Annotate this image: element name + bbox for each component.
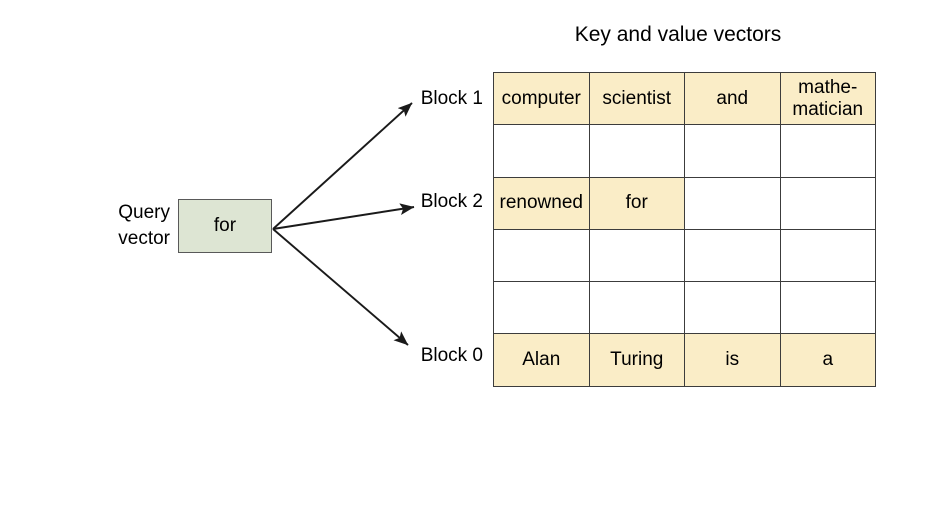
block-label-1: Block 1 [420, 88, 483, 109]
matrix-cell [493, 228, 590, 283]
query-vector-token: for [213, 215, 237, 236]
matrix-cell [779, 281, 876, 335]
matrix-cell: Turing [588, 333, 685, 387]
matrix-cell [779, 228, 876, 283]
matrix-cell: renowned [493, 176, 590, 230]
table-row: Alan Turing is a [493, 333, 876, 387]
block-label-0: Block 0 [420, 345, 483, 366]
matrix-cell: for [588, 176, 685, 230]
matrix-body: computer scientist and mathe-matician re… [493, 71, 876, 387]
query-vector-label-line2: vector [118, 228, 170, 249]
arrow-to-block-0 [272, 228, 409, 346]
matrix-cell [684, 124, 781, 178]
matrix-cell [588, 124, 685, 178]
matrix-cell [588, 281, 685, 335]
table-row [493, 228, 876, 283]
matrix-cell [493, 281, 590, 335]
matrix-cell: is [684, 333, 781, 387]
matrix-cell [684, 176, 781, 230]
matrix-cell [588, 228, 685, 283]
page-title: Key and value vectors [574, 23, 782, 46]
matrix-cell [493, 124, 590, 178]
matrix-cell [779, 124, 876, 178]
table-row: computer scientist and mathe-matician [493, 71, 876, 126]
matrix-cell [684, 281, 781, 335]
matrix-cell: scientist [588, 71, 685, 126]
query-vector-label-line1: Query [118, 202, 170, 223]
matrix-cell: mathe-matician [779, 71, 876, 126]
query-vector-label: Query vector [60, 200, 170, 252]
matrix-cell: and [684, 71, 781, 126]
matrix-cell: Alan [493, 333, 590, 387]
matrix-cell [779, 176, 876, 230]
block-label-2: Block 2 [420, 191, 483, 212]
key-value-matrix: computer scientist and mathe-matician re… [493, 71, 876, 387]
matrix-cell: a [779, 333, 876, 387]
table-row: renowned for [493, 176, 876, 230]
table-row [493, 281, 876, 335]
table-row [493, 124, 876, 178]
matrix-cell: computer [493, 71, 590, 126]
matrix-cell [684, 228, 781, 283]
query-vector-box: for [178, 199, 272, 253]
